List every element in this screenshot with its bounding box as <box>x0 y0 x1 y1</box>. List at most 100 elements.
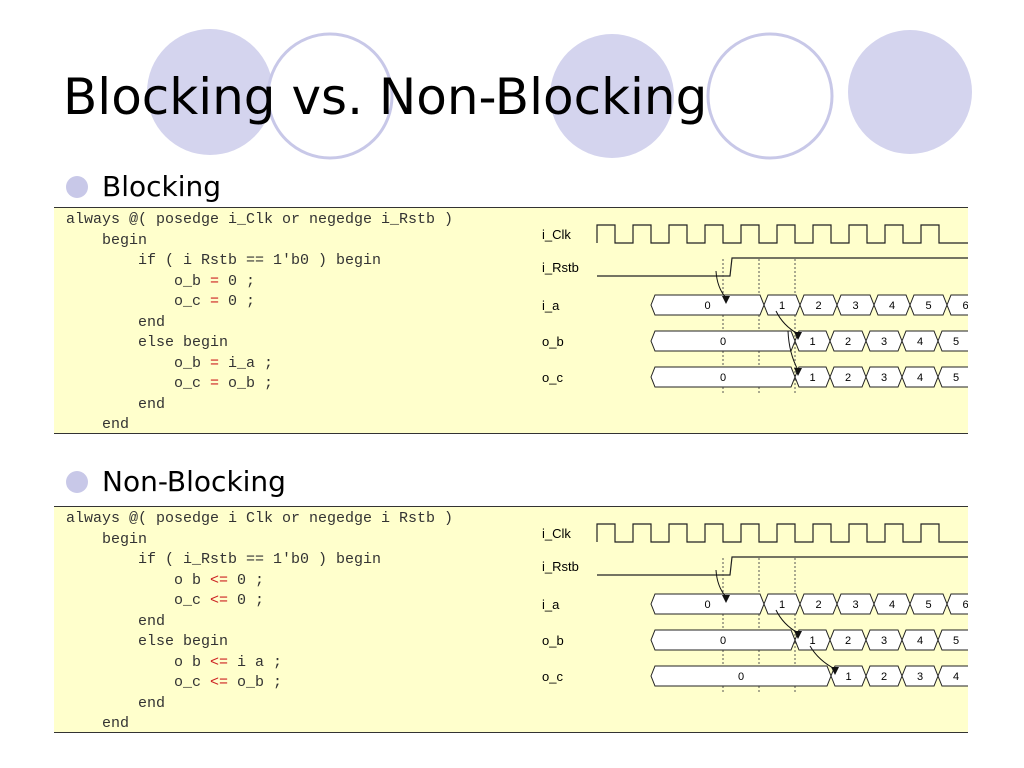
code-text: i a ; <box>228 653 283 671</box>
causality-arrow <box>715 270 727 299</box>
decorative-circles <box>147 29 972 160</box>
o_b-value-segment <box>937 629 968 651</box>
signal-label-o_b: o_b <box>542 334 564 349</box>
slide-title: Blocking vs. Non-Blocking <box>63 68 708 126</box>
o_b-value-label: 3 <box>881 336 887 348</box>
code-text: o_b ; <box>228 674 283 691</box>
code-line: o b <= i a ; <box>66 654 282 671</box>
deco-circle <box>550 34 674 158</box>
code-line: end <box>66 396 165 413</box>
code-text: else begin <box>66 633 229 650</box>
code-line: o b <= 0 ; <box>66 572 264 589</box>
code-line: end <box>66 695 165 712</box>
code-line: o_c = 0 ; <box>66 293 255 310</box>
i_a-value-label: 0 <box>704 300 710 312</box>
o_b-value-label: 5 <box>953 336 959 348</box>
o_c-value-label: 1 <box>845 671 851 683</box>
o_c-value-label: 1 <box>809 372 815 384</box>
code-line: always @( posedge i_Clk or negedge i_Rst… <box>66 211 453 228</box>
deco-circle <box>147 29 273 155</box>
code-line: end <box>66 715 129 732</box>
i_a-value-label: 0 <box>704 599 710 611</box>
o_c-value-label: 5 <box>953 372 959 384</box>
code-text: o_b <box>66 272 211 290</box>
code-operator: <= <box>210 674 229 691</box>
bullet-blocking: Blocking <box>66 170 221 203</box>
o_c-value-segment <box>937 665 968 687</box>
code-block-non-blocking: always @( posedge i Clk or negedge i Rst… <box>66 509 453 735</box>
signal-label-i_rstb: i_Rstb <box>542 559 579 574</box>
code-operator: = <box>210 354 220 372</box>
code-line: o_b = 0 ; <box>66 273 255 290</box>
bullet-icon <box>66 175 88 198</box>
arrowhead <box>794 631 802 639</box>
non-blocking-panel: always @( posedge i Clk or negedge i Rst… <box>54 506 968 733</box>
i_a-value-label: 3 <box>852 599 858 611</box>
o_c-value-label: 3 <box>881 372 887 384</box>
i_a-value-label: 6 <box>962 300 968 312</box>
signal-label-i_clk: i_Clk <box>542 227 571 242</box>
code-text: o_c <box>66 375 211 392</box>
code-line: if ( i_Rstb == 1'b0 ) begin <box>66 551 381 568</box>
code-text: o_b <box>66 354 211 372</box>
reset-waveform <box>597 257 968 277</box>
code-line: o_c <= 0 ; <box>66 592 264 609</box>
arrowhead <box>794 368 802 376</box>
code-operator: <= <box>210 653 229 671</box>
code-text: o_b ; <box>219 375 274 392</box>
section-heading-blocking: Blocking <box>102 170 222 203</box>
o_b-value-label: 4 <box>917 336 923 348</box>
code-line: o_b = i_a ; <box>66 355 273 372</box>
i_a-value-label: 2 <box>815 300 821 312</box>
code-text: o b <box>66 653 211 671</box>
code-text: if ( i Rstb == 1'b0 ) begin <box>66 252 382 269</box>
code-text: 0 ; <box>219 272 256 290</box>
code-line: always @( posedge i Clk or negedge i Rst… <box>66 510 453 527</box>
code-operator: <= <box>210 571 229 589</box>
code-operator: = <box>210 272 220 290</box>
i_a-value-label: 1 <box>779 300 785 312</box>
code-line: begin <box>66 531 147 548</box>
bullet-icon <box>66 470 88 493</box>
i_a-value-label: 5 <box>925 599 931 611</box>
code-text: end <box>66 612 166 630</box>
o_b-value-label: 2 <box>845 336 851 348</box>
code-block-blocking: always @( posedge i_Clk or negedge i_Rst… <box>66 210 453 436</box>
o_c-value-label: 2 <box>881 671 887 683</box>
code-text: end <box>66 395 166 413</box>
i_a-value-segment <box>946 593 968 615</box>
signal-label-i_clk: i_Clk <box>542 526 571 541</box>
code-text: end <box>66 416 130 433</box>
i_a-value-label: 6 <box>962 599 968 611</box>
causality-arrow <box>715 569 727 598</box>
code-text: end <box>66 313 166 331</box>
code-line: if ( i Rstb == 1'b0 ) begin <box>66 252 381 269</box>
o_b-value-segment <box>937 330 968 352</box>
timing-diagram-blocking: i_Clki_Rstbi_ao_bo_c01234560123456012345… <box>542 224 968 393</box>
bullet-non-blocking: Non-Blocking <box>66 465 286 498</box>
code-text: else begin <box>66 334 229 351</box>
o_c-value-label: 3 <box>917 671 923 683</box>
code-text: 0 ; <box>228 592 265 609</box>
deco-circle <box>266 32 394 160</box>
signal-label-o_c: o_c <box>542 669 563 684</box>
signal-label-i_a: i_a <box>542 597 560 612</box>
i_a-value-label: 5 <box>925 300 931 312</box>
code-text: i_a ; <box>219 354 274 372</box>
clock-waveform <box>596 523 968 543</box>
code-text: end <box>66 715 130 732</box>
code-operator: <= <box>210 592 229 609</box>
code-operator: = <box>210 375 220 392</box>
section-heading-non-blocking: Non-Blocking <box>102 465 286 498</box>
signal-label-o_c: o_c <box>542 370 563 385</box>
o_b-value-label: 3 <box>881 635 887 647</box>
o_c-value-label: 0 <box>720 372 726 384</box>
o_c-value-label: 4 <box>953 671 959 683</box>
o_b-value-label: 5 <box>953 635 959 647</box>
o_b-value-label: 0 <box>720 635 726 647</box>
deco-circle <box>848 30 972 154</box>
code-text: 0 ; <box>219 293 256 310</box>
code-text: begin <box>66 231 148 249</box>
code-text: o_c <box>66 592 211 609</box>
